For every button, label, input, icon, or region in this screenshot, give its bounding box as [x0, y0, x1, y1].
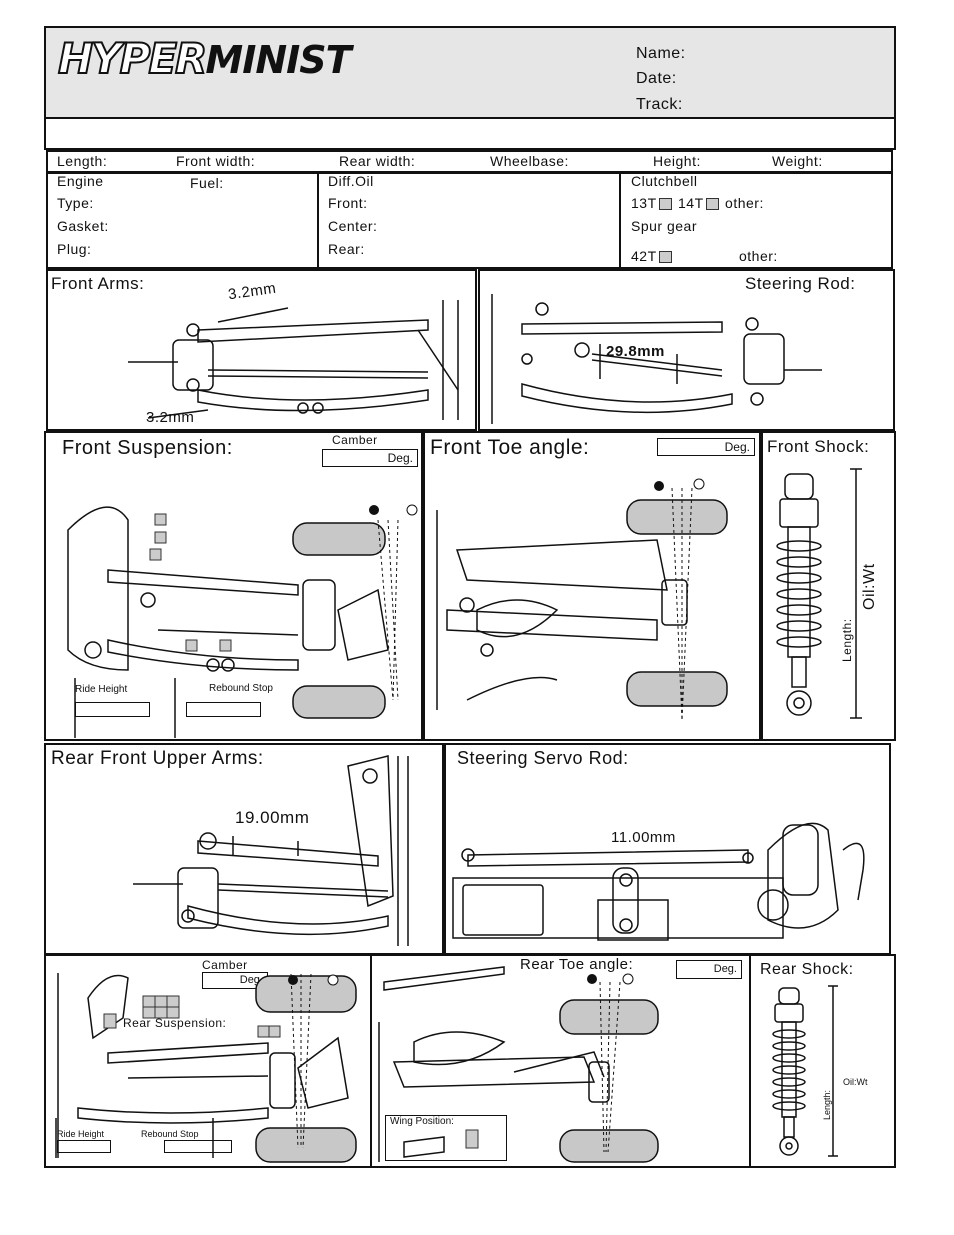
front-suspension-title: Front Suspension:: [62, 437, 233, 459]
wing-position-label: Wing Position:: [390, 1116, 454, 1127]
gasket-label: Gasket:: [57, 218, 109, 234]
servo-rod-dim: 11.00mm: [611, 829, 676, 846]
notes-row[interactable]: [44, 117, 896, 150]
fuel-label: Fuel:: [190, 175, 224, 191]
weight-label: Weight:: [772, 153, 823, 169]
front-shock-panel: [761, 431, 896, 741]
front-toe-panel: [423, 431, 761, 741]
rear-suspension-title: Rear Suspension:: [123, 1016, 227, 1030]
rear-suspension-drawing: [55, 973, 357, 1163]
rear-upper-arms-dim: 19.00mm: [235, 808, 310, 827]
front-suspension-drawing: [67, 504, 418, 738]
front-toe-field[interactable]: Deg.: [657, 438, 755, 456]
header-panel: [44, 26, 896, 119]
servo-rod-drawing: [452, 822, 865, 941]
spur-gear-label: Spur gear: [631, 218, 697, 234]
rear-shock-drawing: [772, 985, 838, 1157]
rear-camber-label: Camber: [202, 958, 248, 972]
opt-13t-label: 13T: [631, 195, 657, 211]
rear-toe-deg: Deg.: [713, 963, 737, 975]
rear-shock-title: Rear Shock:: [760, 961, 854, 978]
diff-rear-label: Rear:: [328, 241, 365, 257]
wing-position-box[interactable]: [385, 1115, 507, 1161]
divider: [619, 172, 621, 269]
opt-14t-label: 14T: [678, 195, 704, 211]
spur-other-label: other:: [739, 248, 778, 264]
type-label: Type:: [57, 195, 94, 211]
rear-rebound-stop-field[interactable]: [164, 1140, 232, 1153]
front-ride-height-label: Ride Height: [75, 684, 128, 695]
length-label: Length:: [57, 153, 108, 169]
front-rebound-stop-label: Rebound Stop: [209, 683, 273, 694]
front-camber-deg: Deg.: [387, 451, 413, 465]
front-arms-panel: [46, 269, 477, 431]
diff-oil-label: Diff.Oil: [328, 173, 374, 189]
rear-upper-arms-drawing: [133, 755, 409, 946]
rear-rebound-stop-label: Rebound Stop: [141, 1129, 199, 1139]
engine-label: Engine: [57, 173, 104, 189]
front-arms-drawing: [128, 300, 459, 420]
plug-label: Plug:: [57, 241, 92, 257]
divider: [317, 172, 319, 269]
wheelbase-label: Wheelbase:: [490, 153, 569, 169]
front-toe-deg: Deg.: [724, 440, 750, 454]
opt-14t-checkbox[interactable]: [705, 198, 719, 211]
steering-rod-panel: [478, 269, 895, 431]
logo: HYPERMINIST: [57, 33, 352, 84]
clutch-other-label: other:: [725, 195, 764, 211]
front-camber-label: Camber: [332, 433, 378, 447]
logo-part-hyper: HYPER: [57, 33, 208, 84]
opt-42t-label: 42T: [631, 248, 657, 264]
height-label: Height:: [653, 153, 701, 169]
rear-shock-oil: Oil:Wt: [843, 1077, 868, 1087]
front-toe-drawing: [436, 478, 728, 721]
date-label: Date:: [636, 70, 677, 87]
opt-42t-checkbox[interactable]: [658, 251, 672, 264]
spur-options: 42T: [631, 248, 674, 264]
rear-toe-drawing: [378, 966, 659, 1163]
rear-width-label: Rear width:: [339, 153, 416, 169]
front-width-label: Front width:: [176, 153, 256, 169]
rear-upper-arms-title: Rear Front Upper Arms:: [51, 748, 264, 769]
rear-toe-field[interactable]: Deg.: [676, 960, 742, 979]
diff-center-label: Center:: [328, 218, 378, 234]
name-label: Name:: [636, 45, 686, 62]
clutch-options: 13T 14T other:: [631, 195, 764, 211]
front-arms-title: Front Arms:: [51, 274, 145, 293]
front-camber-field[interactable]: Deg.: [322, 449, 418, 467]
steering-rod-dim: 29.8mm: [606, 343, 665, 360]
diff-front-label: Front:: [328, 195, 368, 211]
servo-rod-title: Steering Servo Rod:: [457, 748, 629, 768]
rear-ride-height-label: Ride Height: [57, 1129, 105, 1139]
opt-13t-checkbox[interactable]: [658, 198, 672, 211]
front-rebound-stop-field[interactable]: [186, 702, 261, 717]
front-shock-drawing: [776, 468, 862, 719]
engine-section: [46, 172, 893, 269]
steering-rod-title: Steering Rod:: [745, 274, 856, 293]
dimensions-row: [46, 150, 893, 173]
front-suspension-panel: [44, 431, 423, 741]
track-label: Track:: [636, 96, 683, 113]
front-shock-title: Front Shock:: [767, 437, 870, 456]
steering-rod-drawing: [491, 294, 822, 424]
logo-part-minist: MINIST: [205, 38, 351, 82]
front-toe-title: Front Toe angle:: [430, 436, 590, 459]
clutchbell-label: Clutchbell: [631, 173, 698, 189]
rear-toe-title: Rear Toe angle:: [520, 956, 634, 973]
rear-shock-panel: [749, 954, 896, 1168]
